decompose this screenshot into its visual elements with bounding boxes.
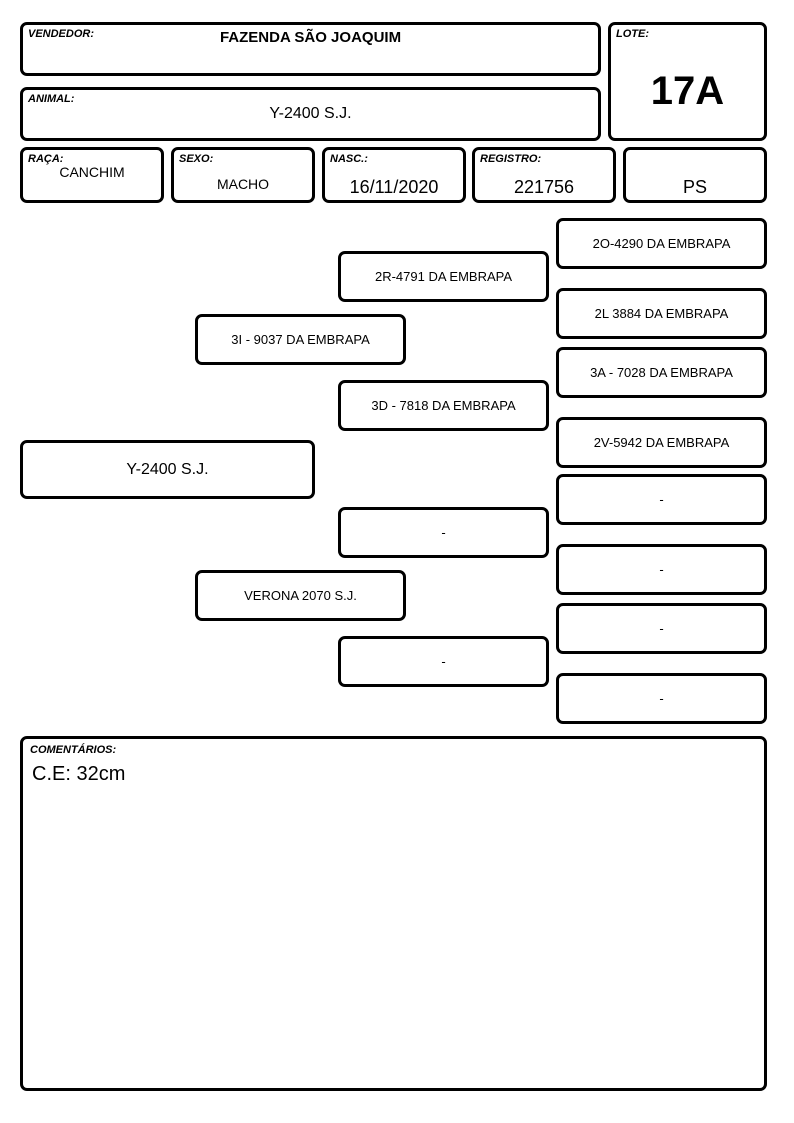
pedigree-sire-sire-sire: 2O-4290 DA EMBRAPA	[556, 218, 767, 269]
registro-box: REGISTRO: 221756	[472, 147, 616, 203]
animal-label: ANIMAL:	[28, 93, 75, 105]
pedigree-sire-dam: 3D - 7818 DA EMBRAPA	[338, 380, 549, 431]
sexo-label: SEXO:	[179, 153, 214, 165]
raca-label: RAÇA:	[28, 153, 64, 165]
sexo-box: SEXO: MACHO	[171, 147, 315, 203]
categoria-box: PS	[623, 147, 767, 203]
sexo-value: MACHO	[216, 176, 270, 192]
nasc-box: NASC.: 16/11/2020	[322, 147, 466, 203]
vendedor-label: VENDEDOR:	[28, 28, 95, 40]
comments-text: C.E: 32cm	[32, 763, 126, 785]
vendedor-value: FAZENDA SÃO JOAQUIM	[219, 29, 402, 46]
animal-value: Y-2400 S.J.	[269, 105, 352, 122]
pedigree-dam: VERONA 2070 S.J.	[195, 570, 406, 621]
vendedor-box: VENDEDOR: FAZENDA SÃO JOAQUIM	[20, 22, 601, 76]
comments-label: COMENTÁRIOS:	[30, 744, 117, 756]
pedigree-dam-sire-sire: -	[556, 474, 767, 525]
nasc-value: 16/11/2020	[349, 177, 439, 197]
pedigree-sire-dam-sire: 3A - 7028 DA EMBRAPA	[556, 347, 767, 398]
animal-box: ANIMAL: Y-2400 S.J.	[20, 87, 601, 141]
pedigree-dam-sire-dam: -	[556, 544, 767, 595]
pedigree-sire-sire: 2R-4791 DA EMBRAPA	[338, 251, 549, 302]
registro-label: REGISTRO:	[480, 153, 542, 165]
lote-box: LOTE: 17A	[608, 22, 767, 141]
pedigree-animal: Y-2400 S.J.	[20, 440, 315, 499]
pedigree-sire: 3I - 9037 DA EMBRAPA	[195, 314, 406, 365]
lote-value: 17A	[650, 69, 725, 113]
registro-value: 221756	[513, 177, 575, 197]
comments-box: COMENTÁRIOS: C.E: 32cm	[20, 736, 767, 1091]
nasc-label: NASC.:	[330, 153, 368, 165]
pedigree-dam-dam-sire: -	[556, 603, 767, 654]
categoria-value: PS	[682, 177, 707, 197]
pedigree-dam-dam: -	[338, 636, 549, 687]
pedigree-sire-sire-dam: 2L 3884 DA EMBRAPA	[556, 288, 767, 339]
raca-value: CANCHIM	[59, 164, 125, 180]
pedigree-dam-dam-dam: -	[556, 673, 767, 724]
lote-label: LOTE:	[616, 28, 649, 40]
pedigree-dam-sire: -	[338, 507, 549, 558]
pedigree-sire-dam-dam: 2V-5942 DA EMBRAPA	[556, 417, 767, 468]
raca-box: RAÇA: CANCHIM	[20, 147, 164, 203]
